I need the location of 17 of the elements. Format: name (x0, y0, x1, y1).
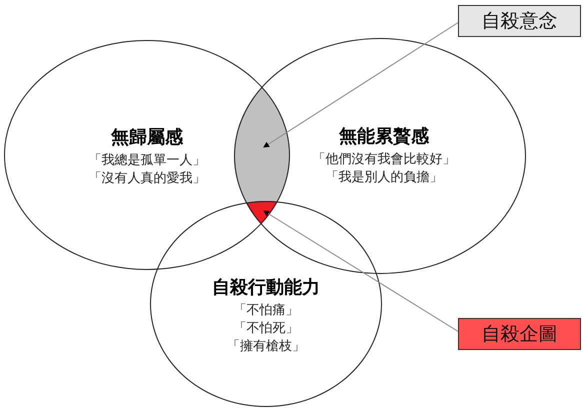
region-heading: 無能累贅感 (339, 125, 429, 149)
leader-line (263, 210, 460, 332)
label-box: 自殺企圖 (458, 318, 581, 350)
quote-text: 「沒有人真的愛我」 (88, 170, 206, 188)
quote-text: 「我是別人的負擔」 (326, 169, 442, 187)
region-heading: 自殺行動能力 (212, 276, 320, 300)
label-box: 自殺意念 (458, 5, 581, 37)
quote-text: 「我總是孤單一人」 (88, 152, 206, 170)
leader-line (263, 22, 460, 148)
quote-text: 「他們沒有我會比較好」 (312, 151, 456, 169)
quote-text: 「擁有槍枝」 (227, 338, 305, 356)
venn-ellipse (150, 201, 382, 407)
region-heading: 無歸屬感 (111, 126, 183, 150)
venn-ellipse (4, 40, 290, 270)
quote-text: 「不怕痛」 (234, 302, 298, 320)
venn-ellipse (234, 38, 526, 274)
quote-text: 「不怕死」 (234, 320, 298, 338)
